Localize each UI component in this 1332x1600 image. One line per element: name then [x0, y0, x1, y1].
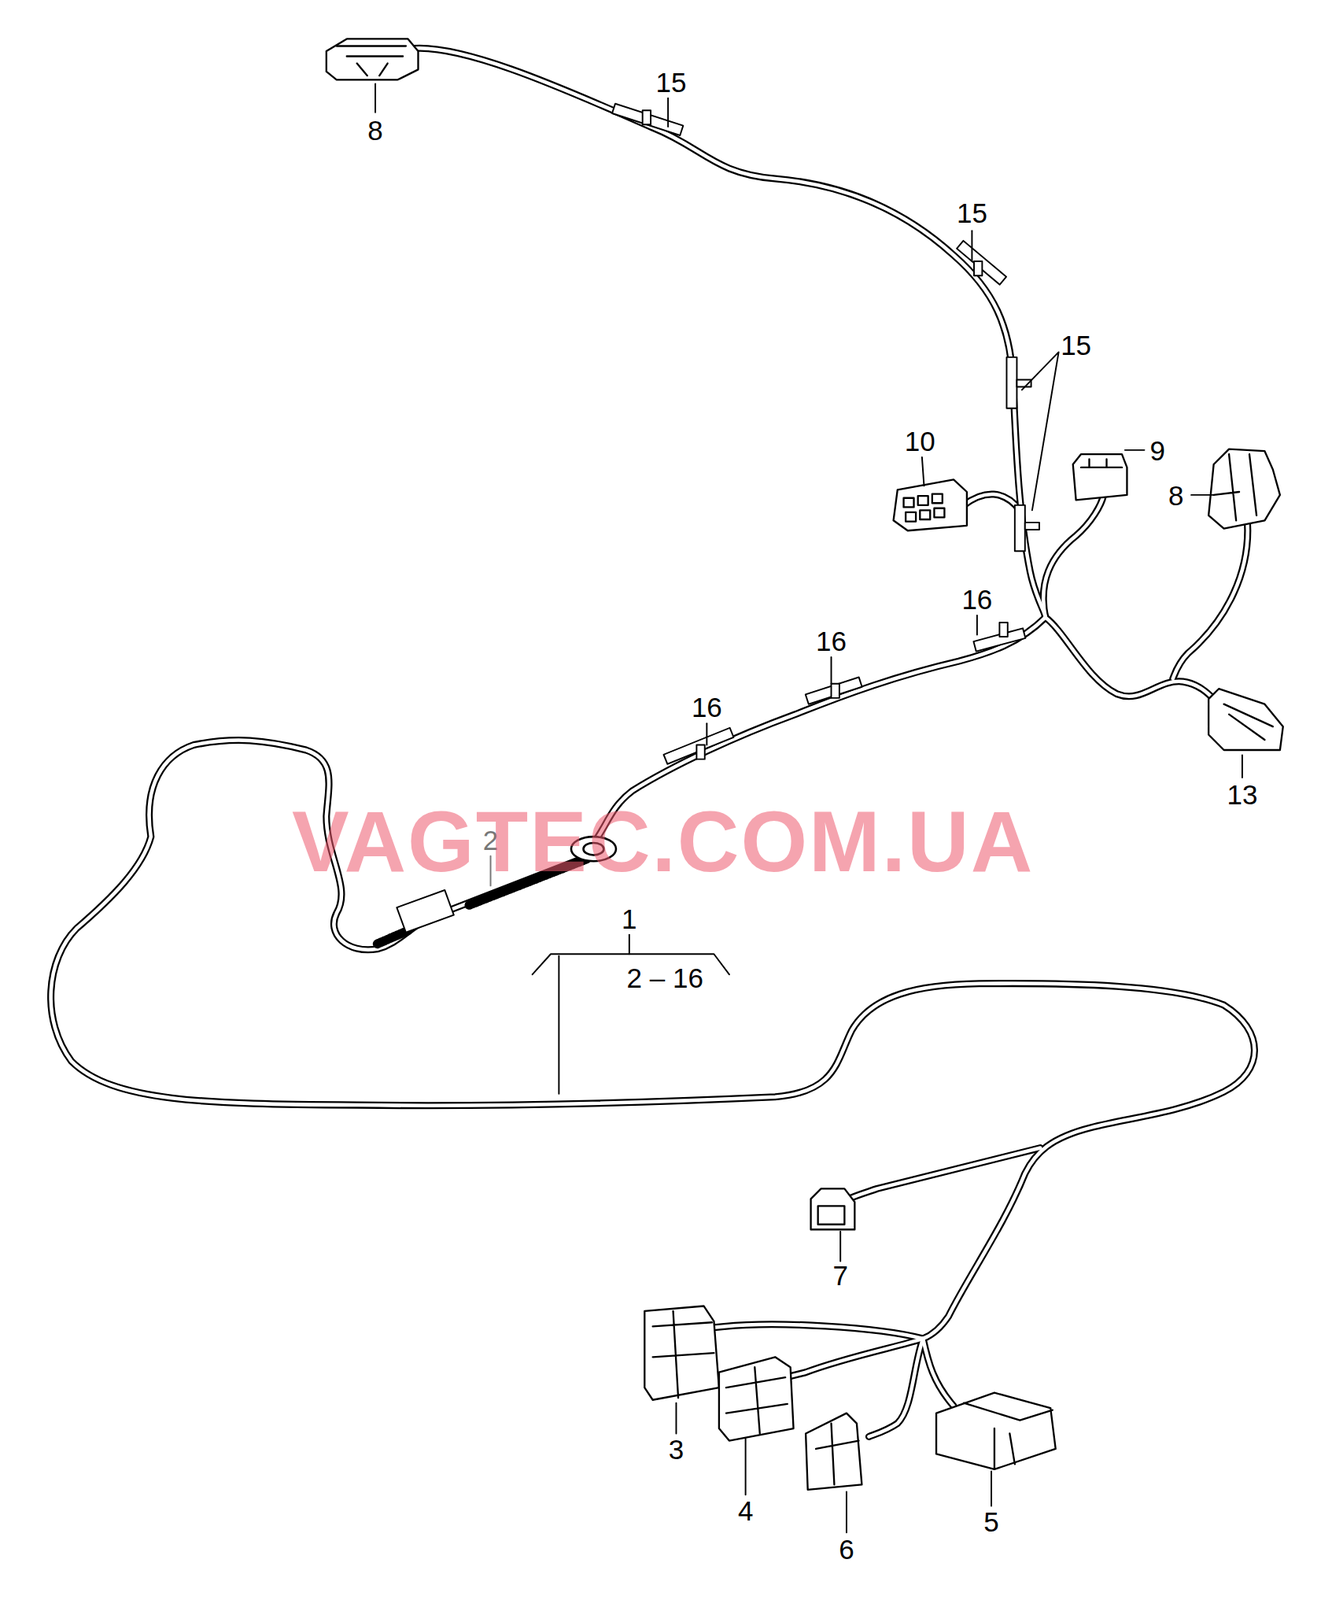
callout-number: 10: [904, 427, 936, 455]
watermark: VAGTEC.COM.UA: [291, 798, 1034, 885]
callout-number: 16: [961, 584, 993, 613]
callout-number: 6: [838, 1534, 854, 1562]
connectors: [326, 38, 1284, 1489]
callout-number: 7: [832, 1261, 848, 1289]
callout-number: 8: [1168, 480, 1184, 509]
callout-number: 5: [983, 1506, 999, 1535]
cable-clips: [612, 103, 1040, 764]
callout-number: 15: [956, 198, 988, 226]
callout-number: 8: [367, 115, 383, 144]
callout-number: 13: [1226, 779, 1258, 808]
range-label: 2 – 16: [627, 963, 704, 991]
callout-number: 3: [668, 1434, 684, 1462]
callout-number: 16: [815, 627, 847, 655]
callout-number: 4: [737, 1495, 753, 1524]
callout-number: 15: [1060, 331, 1092, 359]
callout-number: 15: [656, 67, 687, 96]
cable: [51, 47, 1255, 1436]
callout-number: 16: [691, 693, 723, 721]
callout-number: 1: [621, 903, 637, 932]
callout-number: 9: [1150, 435, 1166, 464]
